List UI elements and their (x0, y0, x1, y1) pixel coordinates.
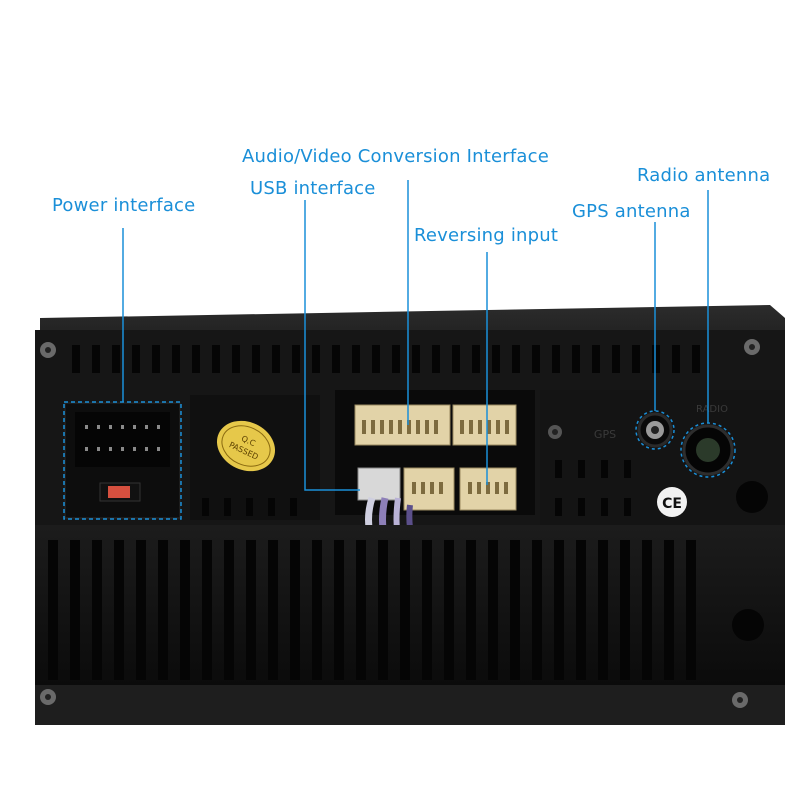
reversing-input-label: Reversing input (414, 225, 559, 246)
radio-antenna-label: Radio antenna (637, 165, 771, 186)
lower-chassis (35, 525, 785, 725)
gps-antenna-label: GPS antenna (572, 201, 691, 222)
power-interface-label: Power interface (52, 195, 196, 216)
radio-port (696, 438, 720, 462)
power-connector (63, 401, 182, 520)
gps-port-label: GPS (594, 428, 616, 441)
fuse (108, 486, 130, 498)
antenna-panel: GPS RADIO CE (540, 390, 780, 525)
av-connector-block (335, 390, 535, 542)
av-interface-label: Audio/Video Conversion Interface (242, 146, 550, 167)
qc-passed-sticker (216, 420, 276, 472)
ce-mark: CE (662, 496, 682, 512)
radio-port-label: RADIO (696, 404, 728, 415)
usb-interface-label: USB interface (250, 178, 376, 199)
qc-sticker-area: Q.C PASSED (190, 395, 320, 520)
callout-lines (122, 180, 709, 491)
usb-connector (357, 467, 401, 501)
